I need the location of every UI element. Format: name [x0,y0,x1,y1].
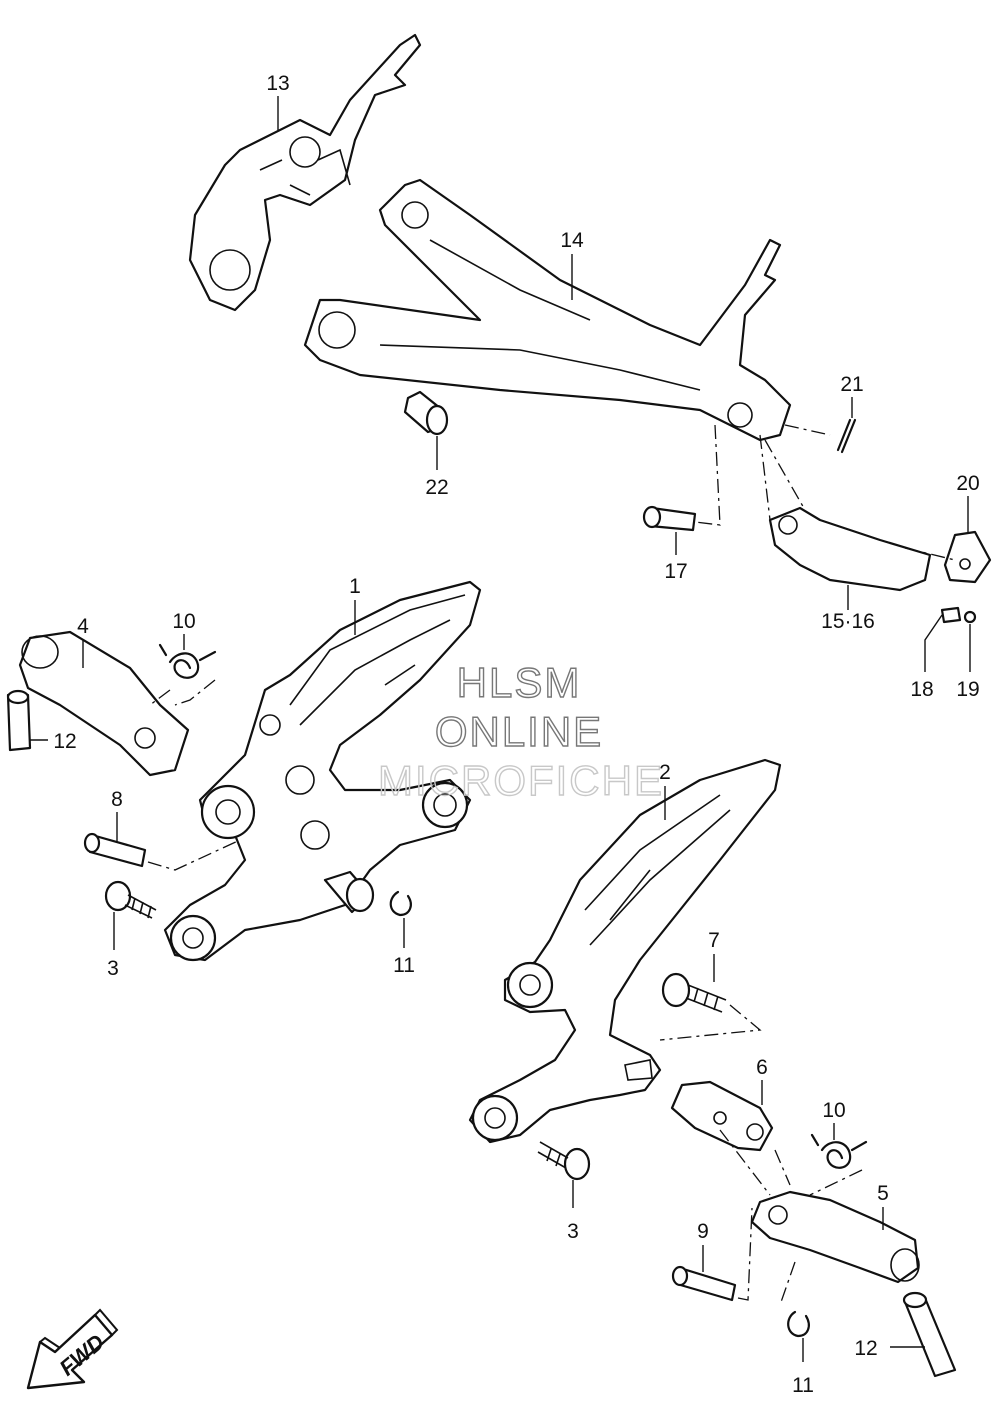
part-11-clip-right [787,1310,810,1338]
part-10-spring-left [158,643,217,679]
part-19-washer [963,610,977,624]
part-6-pivot [670,1080,774,1152]
callout-20: 20 [956,472,979,495]
part-3-bolt-left [104,880,157,919]
watermark-line3: MICROFICHE [378,757,664,804]
callout-22: 22 [425,476,448,499]
part-22-bolt [403,390,449,436]
fwd-arrow-icon [26,1308,119,1390]
part-2-right-bracket [468,758,782,1144]
callout-11-left: 11 [393,954,415,977]
part-8-pin [83,832,147,868]
callout-8: 8 [111,788,123,811]
part-1-left-bracket [163,580,482,962]
callout-12-left: 12 [53,730,76,753]
callout-21: 21 [840,373,863,396]
watermark-line1: HLSM [457,659,582,706]
part-21-cotter-pin [836,418,857,454]
callout-5: 5 [877,1182,889,1205]
callout-1: 1 [349,575,361,598]
part-3-bolt-right [537,1141,591,1181]
part-12-pin-left [6,689,32,752]
callout-7: 7 [708,929,720,952]
part-17-pin [642,505,697,532]
part-9-pin [671,1265,737,1302]
callout-4: 4 [77,615,89,638]
callout-19: 19 [956,678,979,701]
callout-9: 9 [697,1220,709,1243]
callout-17: 17 [664,560,687,583]
watermark-line2: ONLINE [435,708,603,755]
part-7-bolt [661,972,727,1013]
part-12-pin-right [902,1291,957,1378]
part-18-screw [940,606,962,624]
callout-13: 13 [266,72,289,95]
callout-12-right: 12 [854,1337,877,1360]
callout-6: 6 [756,1056,768,1079]
callout-3-right: 3 [567,1220,579,1243]
part-11-clip-left [389,890,412,917]
part-14-rear-bracket [303,178,792,442]
callout-2: 2 [659,761,671,784]
callout-14: 14 [560,229,584,252]
callout-10-left: 10 [172,610,195,633]
callout-18: 18 [910,678,933,701]
part-5-right-footpeg [750,1190,920,1284]
part-4-left-footpeg [18,630,190,777]
part-13-bracket-cover [188,33,422,312]
part-15-16-rear-footpeg [768,506,932,592]
watermark: HLSM ONLINE MICROFICHE [377,658,664,804]
callout-11-right: 11 [792,1374,814,1397]
callout-15-16: 15·16 [821,610,875,633]
callout-3-left: 3 [107,957,119,980]
part-20-plate [943,530,992,584]
callout-10-right: 10 [822,1099,845,1122]
part-10-spring-right [810,1133,868,1169]
